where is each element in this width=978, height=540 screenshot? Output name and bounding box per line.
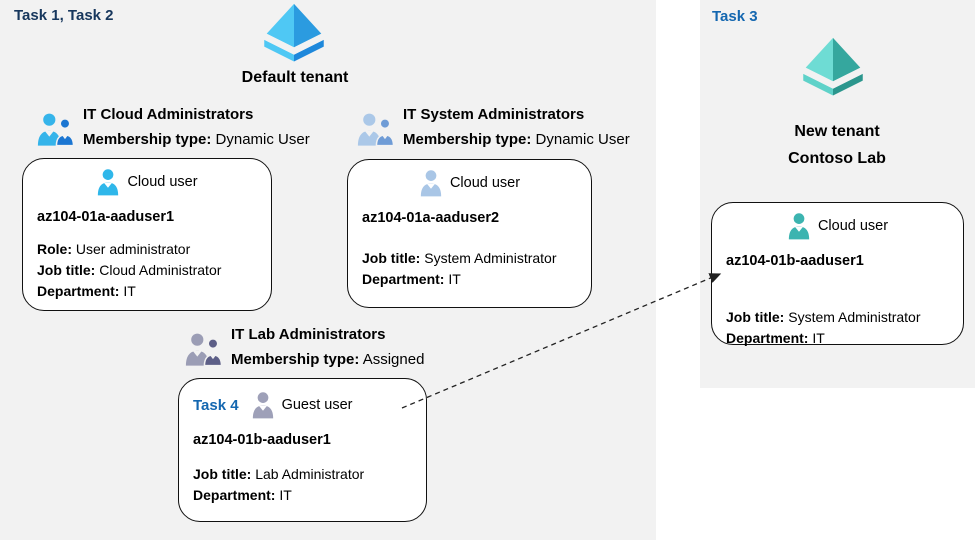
department-row: Department: IT [193,487,292,503]
user-card-guest: Task 4 Guest user az104-01b-aaduser1 Job… [178,378,427,522]
task-1-2-label: Task 1, Task 2 [14,7,114,24]
group-cloud-admins: IT Cloud Administrators Membership type:… [36,103,310,152]
department-row: Department: IT [37,283,136,299]
job-title-row: Job title: System Administrator [726,309,921,325]
user-name: az104-01a-aaduser1 [37,209,175,225]
role-row: Role: User administrator [37,241,191,257]
user-name: az104-01b-aaduser1 [726,253,864,269]
user-details: Role: User administrator Job title: Clou… [37,239,257,302]
user-name: az104-01a-aaduser2 [362,210,500,226]
user-type-header: Cloud user [23,168,271,196]
group-lab-admins: IT Lab Administrators Membership type: A… [184,323,424,372]
user-type-label: Guest user [281,397,353,413]
user-details: Job title: Lab Administrator Department:… [193,464,412,506]
person-icon [98,169,119,196]
department-row: Department: IT [726,330,825,346]
people-group-icon [357,113,394,147]
user-type-header: Cloud user [712,212,963,240]
user-type-header: Task 4 Guest user [179,391,426,419]
user-details: Job title: System Administrator Departme… [362,248,577,290]
default-tenant-title: Default tenant [241,69,349,86]
user-card-cloud2: Cloud user az104-01a-aaduser2 Job title:… [347,159,592,308]
new-tenant-title: New tenant Contoso Lab [737,118,937,172]
job-title-row: Job title: System Administrator [362,250,557,266]
user-card-cloud1: Cloud user az104-01a-aaduser1 Role: User… [22,158,272,311]
user-details: Job title: System Administrator Departme… [726,307,949,349]
group-name: IT System Administrators [403,106,585,123]
job-title-row: Job title: Lab Administrator [193,466,365,482]
people-group-icon [37,113,74,147]
user-type-header: Cloud user [348,169,591,197]
group-name: IT Lab Administrators [231,326,386,343]
group-system-admins: IT System Administrators Membership type… [356,103,630,152]
new-tenant-title-line1: New tenant [794,123,880,140]
department-row: Department: IT [362,271,461,287]
group-membership: Membership type: Assigned [231,350,425,368]
group-name: IT Cloud Administrators [83,106,254,123]
job-title-row: Job title: Cloud Administrator [37,262,222,278]
person-icon [252,392,273,419]
user-type-label: Cloud user [449,175,521,191]
task-4-label: Task 4 [193,396,239,414]
azure-ad-icon-teal [803,37,863,96]
new-tenant-title-line2: Contoso Lab [788,150,886,167]
user-card-new-tenant: Cloud user az104-01b-aaduser1 Job title:… [711,202,964,346]
user-type-label: Cloud user [127,174,198,190]
group-membership: Membership type: Dynamic User [403,130,630,148]
person-icon [788,213,810,240]
azure-ad-icon-blue [264,3,324,62]
person-icon [420,170,442,197]
user-name: az104-01b-aaduser1 [193,432,331,448]
task-3-label: Task 3 [712,8,758,25]
people-group-icon [185,333,222,367]
user-type-label: Cloud user [817,218,889,234]
group-membership: Membership type: Dynamic User [83,130,310,148]
